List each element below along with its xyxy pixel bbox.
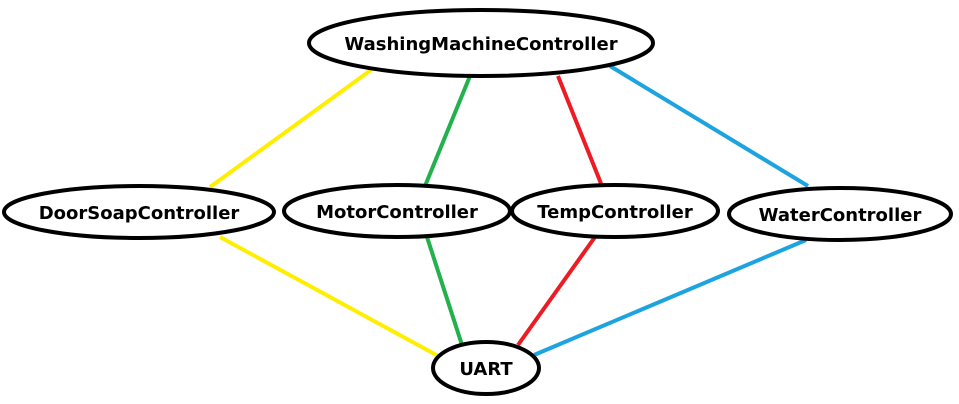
node-label: MotorController	[316, 202, 478, 223]
node-washing-machine-controller: WashingMachineController	[307, 8, 655, 78]
node-label: TempController	[537, 202, 693, 223]
node-label: DoorSoapController	[39, 203, 240, 224]
edge-water-uart	[533, 238, 807, 357]
node-motor-controller: MotorController	[282, 183, 512, 239]
edge-temp-uart	[516, 235, 597, 347]
edge-wmc-door	[208, 68, 373, 189]
node-door-soap-controller: DoorSoapController	[2, 184, 276, 240]
edge-motor-uart	[425, 236, 464, 346]
edge-wmc-motor	[423, 75, 472, 187]
node-label: WashingMachineController	[344, 34, 617, 55]
node-temp-controller: TempController	[510, 183, 720, 239]
edge-door-uart	[219, 235, 441, 359]
node-label: WaterController	[759, 205, 922, 226]
node-water-controller: WaterController	[727, 186, 953, 242]
node-uart: UART	[431, 340, 541, 396]
edge-wmc-temp	[556, 75, 604, 187]
edge-wmc-water	[608, 64, 810, 188]
node-label: UART	[459, 359, 513, 380]
